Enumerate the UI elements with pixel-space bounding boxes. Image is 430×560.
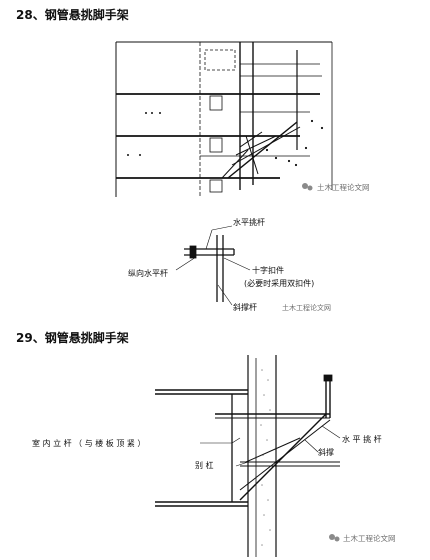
wechat-icon-2 bbox=[329, 534, 340, 542]
watermark-1: 土木工程论文网 bbox=[317, 182, 370, 192]
label-indoor-pole: 室 内 立 杆 （ 与 楼 板 顶 紧 ） bbox=[32, 438, 145, 448]
section-title-28: 28、钢管悬挑脚手架 bbox=[16, 8, 129, 22]
elevation-diagram bbox=[115, 41, 333, 197]
wechat-icon bbox=[302, 183, 313, 191]
joint-detail-diagram bbox=[175, 225, 251, 306]
label-horizontal-cantilever-2: 水 平 挑 杆 bbox=[342, 434, 382, 444]
label-cross-fastener-note: (必要时采用双扣件) bbox=[244, 278, 314, 288]
label-diagonal-brace-2: 斜撑 bbox=[318, 447, 334, 457]
section-title-29: 29、钢管悬挑脚手架 bbox=[16, 331, 129, 345]
label-cross-fastener: 十字扣件 bbox=[252, 265, 284, 275]
label-diagonal-brace: 斜撑杆 bbox=[233, 302, 257, 312]
label-longitudinal-bar: 纵向水平杆 bbox=[128, 268, 168, 278]
watermark-3: 土木工程论文网 bbox=[343, 533, 396, 543]
watermark-2: 土木工程论文网 bbox=[282, 303, 331, 312]
section-diagram bbox=[155, 355, 341, 557]
label-horizontal-cantilever: 水平挑杆 bbox=[233, 217, 265, 227]
label-prying-bar: 别 杠 bbox=[195, 460, 214, 470]
